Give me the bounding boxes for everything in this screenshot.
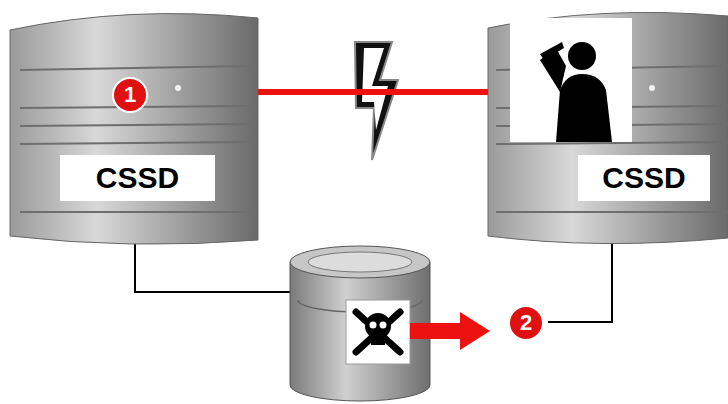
lightning-bolt — [355, 42, 398, 160]
process-label: CSSD — [578, 155, 710, 201]
server-node: CSSD — [488, 12, 728, 242]
server-right — [488, 12, 728, 243]
callout-number: 1 — [113, 78, 147, 112]
red-arrow — [410, 312, 490, 350]
wire — [548, 242, 612, 322]
heartbeat-link — [258, 92, 488, 93]
disk-cylinder — [290, 246, 430, 401]
server-left — [10, 14, 258, 245]
silhouette-icon — [510, 18, 632, 142]
callout-circle — [113, 78, 147, 112]
callout-circle — [509, 306, 543, 340]
callout-number: 2 — [509, 306, 543, 340]
wire — [135, 244, 292, 292]
process-label: CSSD — [60, 155, 215, 201]
skull-icon — [346, 300, 410, 364]
server-node: CSSD — [10, 12, 258, 244]
